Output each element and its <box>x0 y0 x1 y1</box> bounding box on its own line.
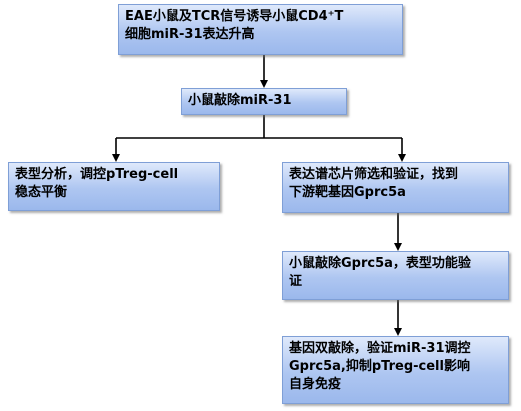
arrow-ko-mir31-split <box>112 115 406 162</box>
node-double-knockout: 基因双敲除，验证miR-31调控 Gprc5a,抑制pTreg-cell影响 自… <box>282 336 509 404</box>
node-phenotype-analysis: 表型分析，调控pTreg-cell 稳态平衡 <box>8 162 220 211</box>
node-knockout-mir31: 小鼠敲除miR-31 <box>181 88 347 115</box>
node-eae-mir31-elevated: EAE小鼠及TCR信号诱导小鼠CD4⁺T 细胞miR-31表达升高 <box>118 4 403 55</box>
node-microarray-screening: 表达谱芯片筛选和验证，找到 下游靶基因Gprc5a <box>282 162 509 213</box>
node-knockout-gprc5a: 小鼠敲除Gprc5a，表型功能验 证 <box>282 251 509 300</box>
